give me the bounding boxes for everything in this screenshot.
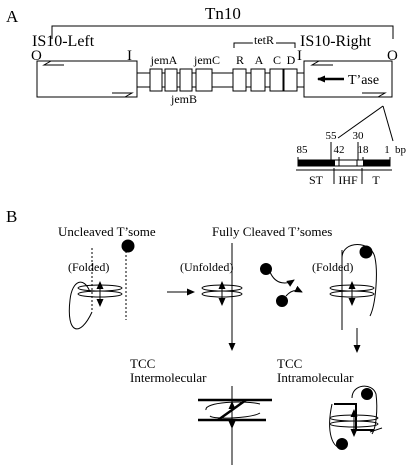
jem-a-box [149, 68, 163, 92]
zoom-line-left [337, 105, 384, 139]
state-folded-2: (Folded) [312, 260, 353, 274]
jem-box-2 [164, 68, 178, 92]
bp-18: 18 [358, 144, 370, 156]
complex-tcc-intermolecular [198, 386, 272, 465]
tn10-bracket [51, 25, 394, 39]
is10-right-label: IS10-Right [300, 33, 372, 50]
left-o-end: O [31, 48, 42, 64]
bp-85: 85 [297, 144, 309, 156]
bp-unit: bp [395, 144, 407, 156]
right-i-end: I [297, 48, 302, 64]
ihf-segment [338, 159, 358, 167]
tet-a-label: A [255, 53, 264, 67]
left-o-half-arrow [42, 60, 64, 66]
jem-b-label: jemB [170, 92, 197, 106]
is10-left-label: IS10-Left [32, 33, 95, 50]
bp-30: 30 [353, 130, 365, 142]
complex-tcc-intramolecular [329, 385, 383, 450]
tet-c-box [269, 68, 284, 92]
panel-a-label: A [6, 7, 19, 26]
panel-b-label: B [6, 207, 17, 226]
bp-1: 1 [384, 144, 390, 156]
is10-left-box [36, 60, 138, 98]
cleaved-fragments [260, 263, 303, 307]
jem-a-label: jemA [150, 53, 178, 67]
state-folded-1: (Folded) [68, 260, 109, 274]
right-o-half-arrow [362, 92, 387, 98]
left-i-end: I [127, 48, 132, 64]
bp-42: 42 [334, 144, 345, 156]
right-o-end: O [387, 48, 398, 64]
uncleaved-title: Uncleaved T’some [58, 224, 156, 239]
tet-d-label: D [287, 53, 296, 67]
tet-r-label: R [236, 53, 244, 67]
tet-a-box [250, 68, 266, 92]
tet-c-label: C [273, 53, 281, 67]
region-st: ST [309, 173, 324, 187]
left-i-half-arrow [112, 92, 134, 98]
jem-c-box [195, 68, 213, 92]
complex-unfolded [201, 243, 243, 330]
tetr-bracket [233, 42, 296, 48]
tcc-inter-line2: Intermolecular [130, 370, 207, 385]
t-segment [363, 160, 390, 166]
bp-55: 55 [326, 130, 338, 142]
zoom-line-right [382, 105, 394, 142]
jem-c-label: jemC [193, 53, 220, 67]
cleaved-title: Fully Cleaved T’somes [212, 224, 332, 239]
jem-b-box [179, 68, 193, 92]
region-ihf: IHF [338, 173, 358, 187]
tet-r-box [232, 68, 247, 92]
region-t: T [372, 173, 380, 187]
right-i-half-arrow [310, 60, 333, 66]
tcc-intra-line1: TCC [277, 356, 302, 371]
tcc-inter-line1: TCC [130, 356, 155, 371]
tet-d-box [283, 68, 298, 92]
st-segment [298, 160, 335, 166]
tetr-label: tetR [254, 33, 274, 47]
complex-cleaved-folded [329, 244, 377, 330]
tcc-intra-line2: Intramolecular [277, 370, 354, 385]
state-unfolded: (Unfolded) [180, 260, 233, 274]
transposase-label: T’ase [348, 73, 379, 88]
complex-uncleaved-folded [68, 239, 135, 330]
tn10-label: Tn10 [205, 4, 241, 23]
